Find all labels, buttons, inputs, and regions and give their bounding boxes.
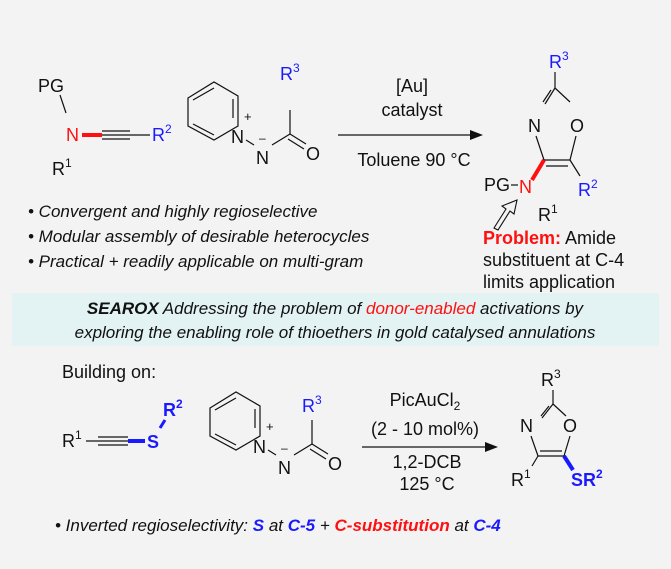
oxazole-product-top: R3 N O R2 PG N R1: [484, 49, 598, 231]
loading-label: (2 - 10 mol%): [371, 419, 479, 439]
r1-label: R1: [62, 428, 82, 451]
thioalkyne-structure: R1 S R2: [62, 397, 183, 452]
problem-text: substituent at C-4: [483, 250, 624, 270]
r3-label: R3: [302, 393, 322, 416]
red-bond: [530, 158, 546, 182]
sr2-label: SR2: [571, 467, 603, 490]
ring-oxygen: O: [563, 416, 577, 436]
banner-line-2: exploring the enabling role of thioether…: [75, 323, 596, 342]
pyridinium-ylide-structure: N + N – R3 O: [187, 61, 320, 168]
solvent-label: 1,2-DCB: [392, 452, 461, 472]
pyridine-ring: [187, 81, 239, 141]
plus-charge: +: [244, 109, 252, 124]
bond: [59, 94, 67, 114]
bullet-item: • Practical + readily applicable on mult…: [28, 252, 363, 271]
r1-label: R1: [52, 156, 72, 179]
amine-nitrogen: N: [519, 177, 532, 197]
r1-label: R1: [511, 467, 531, 490]
reaction-arrow-bottom: PicAuCl2 (2 - 10 mol%) 1,2-DCB 125 °C: [362, 390, 498, 494]
banner-line-1: SEAROX Addressing the problem of donor-e…: [87, 299, 585, 318]
r2-label: R2: [152, 122, 172, 145]
pg-label: PG: [484, 175, 510, 195]
plus-charge: +: [266, 419, 274, 434]
r3-label: R3: [541, 367, 561, 390]
ring-nitrogen: N: [520, 416, 533, 436]
reaction-arrow-top: [Au] catalyst Toluene 90 °C: [338, 76, 483, 170]
oxygen-label: O: [306, 144, 320, 164]
benefits-list: • Convergent and highly regioselective •…: [28, 202, 370, 271]
minus-charge: –: [281, 441, 288, 455]
n-minus-label: N: [278, 458, 291, 478]
nitrogen-label: N: [66, 125, 79, 145]
problem-text: limits application: [483, 272, 615, 292]
regioselectivity-bullet: • Inverted regioselectivity: S at C-5 + …: [55, 516, 501, 535]
svg-text:Problem: Amide: Problem: Amide: [483, 228, 616, 248]
building-on-heading: Building on:: [62, 362, 156, 382]
n-plus-label: N: [253, 437, 266, 457]
sulfur-label: S: [147, 432, 159, 452]
r3-label: R3: [549, 49, 569, 72]
catalyst-label: PicAuCl2: [390, 390, 461, 413]
r2-label: R2: [578, 177, 598, 200]
ynamide-structure: PG N R1 R2: [38, 76, 172, 179]
bullet-item: • Modular assembly of desirable heterocy…: [28, 227, 370, 246]
pyridinium-ylide-structure-2: N + N – R3 O: [209, 391, 342, 478]
banner-background: [12, 293, 659, 346]
r1-label: R1: [538, 202, 558, 225]
oxygen-label: O: [328, 454, 342, 474]
catalyst-label-2: catalyst: [381, 100, 442, 120]
ring-oxygen: O: [570, 116, 584, 136]
oxazole-product-bottom: R3 N O R1 SR2: [511, 367, 603, 490]
temperature-label: 125 °C: [399, 474, 454, 494]
n-minus-label: N: [256, 148, 269, 168]
conditions-label: Toluene 90 °C: [357, 150, 470, 170]
catalyst-label: [Au]: [396, 76, 428, 96]
open-arrow-icon: [493, 199, 518, 231]
r3-label: R3: [280, 61, 300, 84]
ring-nitrogen: N: [528, 116, 541, 136]
r2-label: R2: [163, 397, 183, 420]
problem-label: Problem:: [483, 228, 561, 248]
bullet-item: • Convergent and highly regioselective: [28, 202, 317, 221]
problem-note: Problem: Amide substituent at C-4 limits…: [483, 228, 624, 292]
minus-charge: –: [259, 131, 266, 145]
n-plus-label: N: [231, 127, 244, 147]
pg-label: PG: [38, 76, 64, 96]
